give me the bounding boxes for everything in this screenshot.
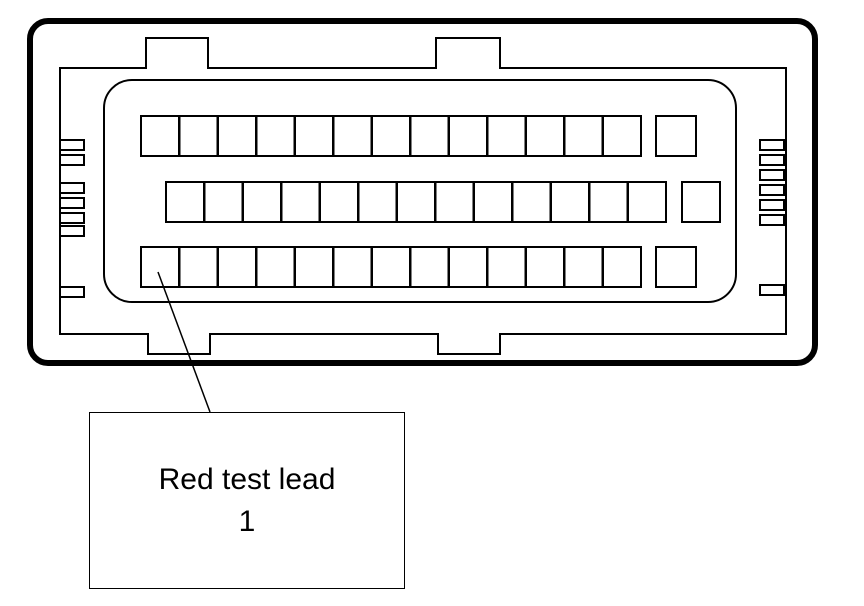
pin-2-8 (434, 181, 475, 223)
pin-2-6 (357, 181, 398, 223)
pin-1-13 (602, 115, 642, 157)
pin-1-5 (294, 115, 334, 157)
callout-box: Red test lead 1 (89, 412, 405, 589)
pin-1-3 (217, 115, 257, 157)
pin-2-3 (242, 181, 282, 223)
pin-3-10 (486, 246, 527, 288)
pin-1-6 (332, 115, 373, 157)
pin-2-11 (550, 181, 590, 223)
pin-2-10 (511, 181, 552, 223)
callout-number: 1 (238, 504, 256, 538)
pin-3-12 (563, 246, 604, 288)
pin-2-1 (165, 181, 205, 223)
left-latch-slots (59, 139, 85, 298)
pin-2-4 (280, 181, 321, 223)
pin-3-11 (525, 246, 565, 288)
pin-1-4 (255, 115, 296, 157)
pin-3-13 (602, 246, 642, 288)
pin-3-4 (255, 246, 296, 288)
pin-2-12 (588, 181, 629, 223)
pin-3-7 (371, 246, 411, 288)
pin-1-12 (563, 115, 604, 157)
pin-2-7 (396, 181, 436, 223)
pin-1-8 (409, 115, 450, 157)
right-latch-slots (759, 139, 785, 296)
pin-3-extra (655, 246, 697, 288)
pin-3-8 (409, 246, 450, 288)
pin-3-3 (217, 246, 257, 288)
pin-3-6 (332, 246, 373, 288)
pin-1-11 (525, 115, 565, 157)
connector-housing (27, 18, 818, 366)
callout-label: Red test lead (158, 462, 336, 496)
pin-2-13 (627, 181, 667, 223)
pin-2-2 (203, 181, 244, 223)
pin-2-extra (681, 181, 721, 223)
pin-2-9 (473, 181, 513, 223)
pin-1-7 (371, 115, 411, 157)
pin-grid (140, 115, 721, 288)
pin-3-5 (294, 246, 334, 288)
pin-1-2 (178, 115, 219, 157)
pin-2-5 (319, 181, 359, 223)
connector-inner-outline (59, 37, 787, 355)
pin-3-2 (178, 246, 219, 288)
pin-1-extra (655, 115, 697, 157)
pin-1-9 (448, 115, 488, 157)
pin-1-1 (140, 115, 180, 157)
callout-leader-line (157, 271, 211, 413)
pin-3-1 (140, 246, 180, 288)
pin-3-9 (448, 246, 488, 288)
pin-1-10 (486, 115, 527, 157)
pin-field-outline (103, 79, 737, 303)
